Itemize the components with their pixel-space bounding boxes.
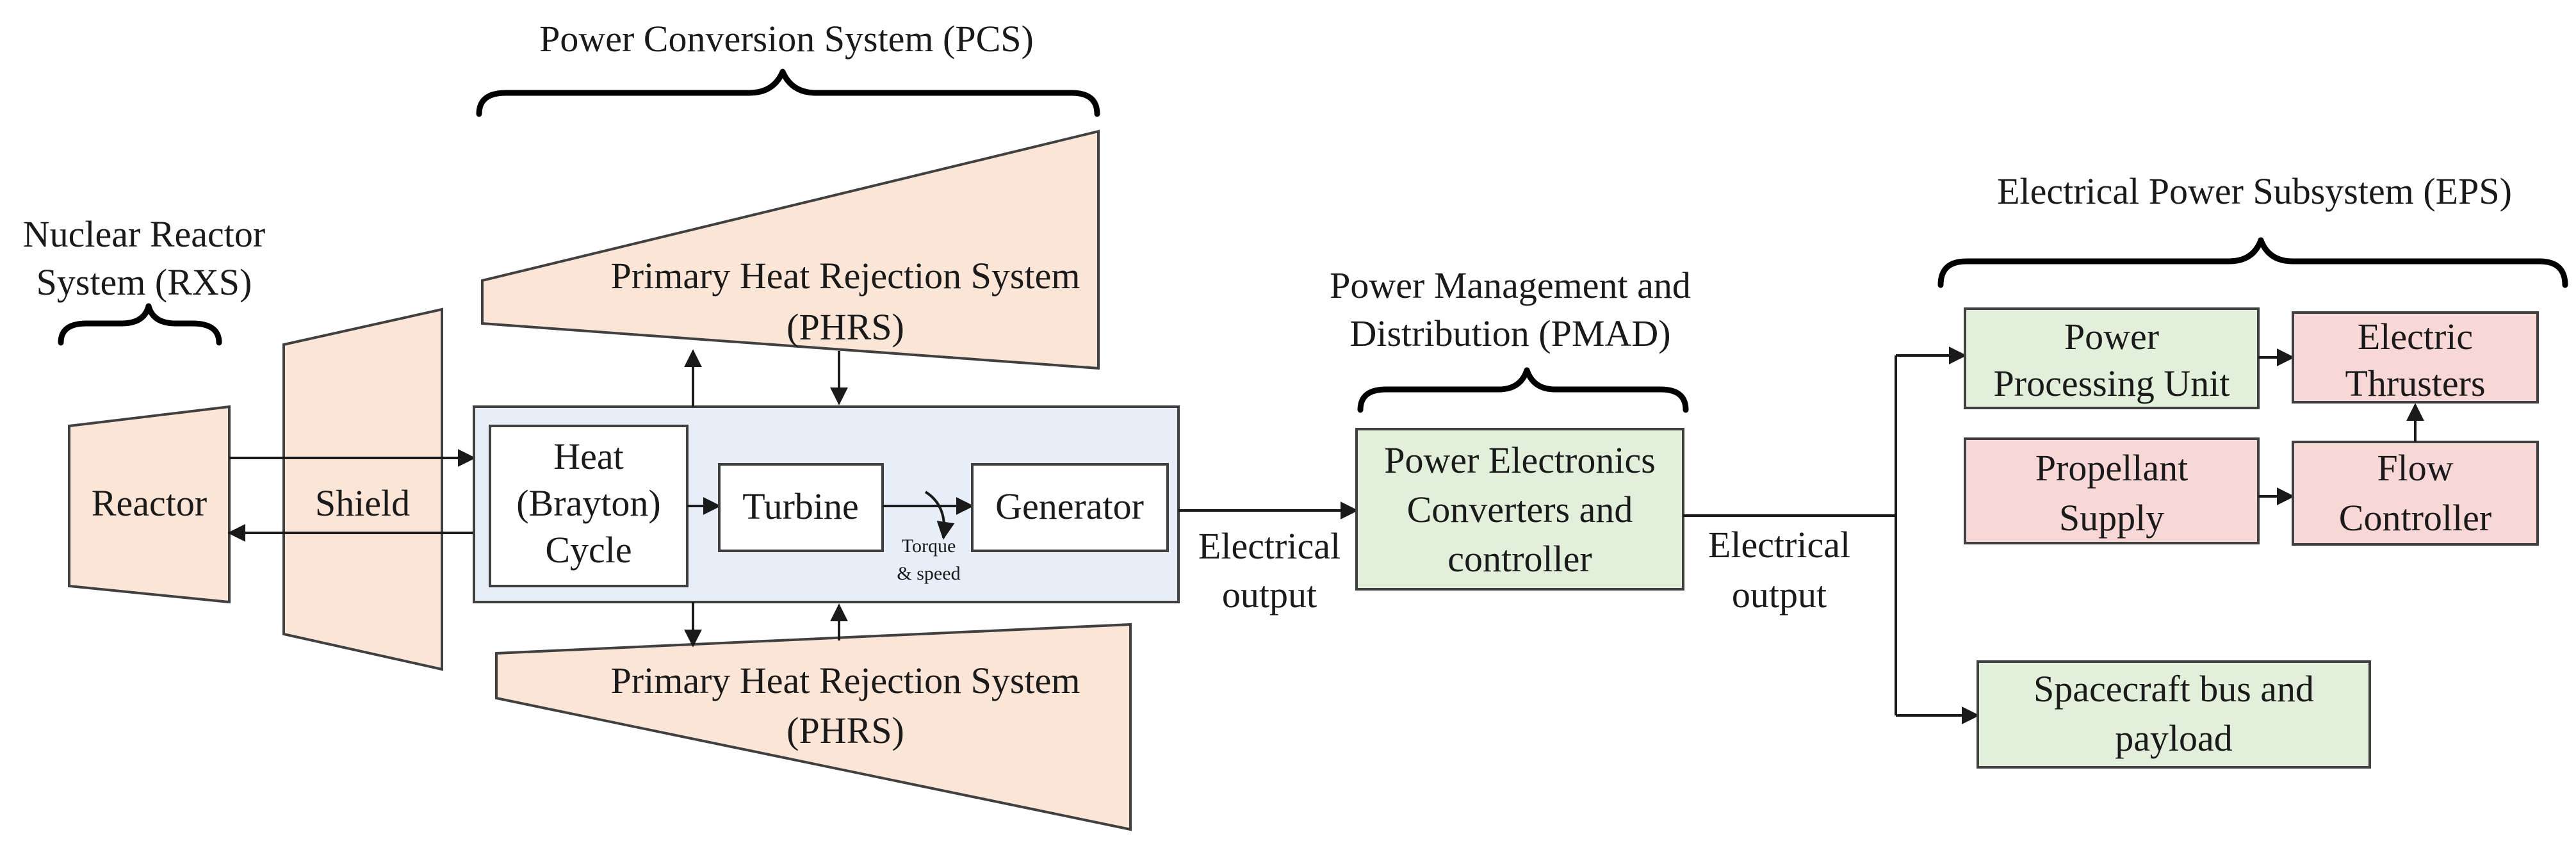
- torque-curve-arrow: [924, 491, 955, 540]
- flow-controller-block: [2292, 441, 2539, 546]
- turbine-block: [718, 463, 884, 552]
- electrical-output-2-line1: Electrical: [1708, 524, 1850, 566]
- electrical-output-2-line2: output: [1732, 574, 1827, 616]
- rxs-brace: [58, 303, 222, 346]
- rxs-label-line2: System (RXS): [37, 261, 252, 303]
- shield-label: Shield: [315, 482, 410, 524]
- thrusters-label-line1: Electric: [2358, 316, 2473, 357]
- reactor-block: [68, 405, 231, 604]
- ppu-label-line1: Power: [2064, 316, 2159, 357]
- power-electronics-label-line3: controller: [1447, 538, 1592, 580]
- eps-label: Electrical Power Subsystem (EPS): [1997, 170, 2512, 212]
- ppu-label-line2: Processing Unit: [1994, 363, 2230, 404]
- generator-label: Generator: [995, 485, 1144, 527]
- pmad-brace: [1357, 367, 1689, 413]
- heat-cycle-label-line2: (Brayton): [516, 482, 661, 524]
- phrs-bottom-block: [495, 623, 1132, 831]
- phrs-bottom-label-line2: (PHRS): [787, 710, 904, 751]
- phrs-top-label-line1: Primary Heat Rejection System: [611, 255, 1080, 297]
- propellant-label-line2: Supply: [2059, 497, 2164, 539]
- rxs-label-line1: Nuclear Reactor: [23, 213, 265, 255]
- thrusters-label-line2: Thrusters: [2345, 363, 2485, 404]
- heat-cycle-label-line1: Heat: [553, 436, 624, 477]
- pmad-label-line1: Power Management and: [1330, 265, 1691, 306]
- spacecraft-bus-block: [1977, 660, 2371, 769]
- propellant-label-line1: Propellant: [2035, 447, 2188, 489]
- phrs-top-block: [481, 129, 1100, 370]
- flow-controller-label-line2: Controller: [2339, 497, 2491, 539]
- power-electronics-block: [1355, 428, 1684, 591]
- electrical-output-1-line1: Electrical: [1198, 525, 1341, 567]
- eps-brace: [1937, 237, 2568, 288]
- generator-block: [971, 463, 1169, 552]
- shield-block: [282, 307, 443, 671]
- heat-cycle-label-line3: Cycle: [545, 529, 632, 571]
- pmad-label-line2: Distribution (PMAD): [1349, 313, 1670, 354]
- phrs-top-label-line2: (PHRS): [787, 306, 904, 348]
- thrusters-block: [2292, 311, 2539, 404]
- power-electronics-label-line1: Power Electronics: [1384, 439, 1656, 481]
- reactor-label: Reactor: [92, 482, 207, 524]
- turbine-label: Turbine: [742, 485, 859, 527]
- flow-controller-label-line1: Flow: [2377, 447, 2453, 489]
- torque-label-line2: & speed: [897, 563, 960, 584]
- electrical-output-1-line2: output: [1222, 574, 1317, 616]
- heat-cycle-block: [489, 425, 689, 587]
- phrs-bottom-label-line1: Primary Heat Rejection System: [611, 660, 1080, 701]
- pcs-label: Power Conversion System (PCS): [539, 18, 1034, 60]
- pcs-brace: [476, 69, 1100, 117]
- ppu-block: [1964, 307, 2260, 409]
- spacecraft-bus-label-line1: Spacecraft bus and: [2034, 668, 2314, 710]
- spacecraft-bus-label-line2: payload: [2115, 717, 2233, 759]
- torque-label-line1: Torque: [902, 535, 956, 557]
- propellant-block: [1964, 437, 2260, 544]
- power-electronics-label-line2: Converters and: [1407, 489, 1633, 530]
